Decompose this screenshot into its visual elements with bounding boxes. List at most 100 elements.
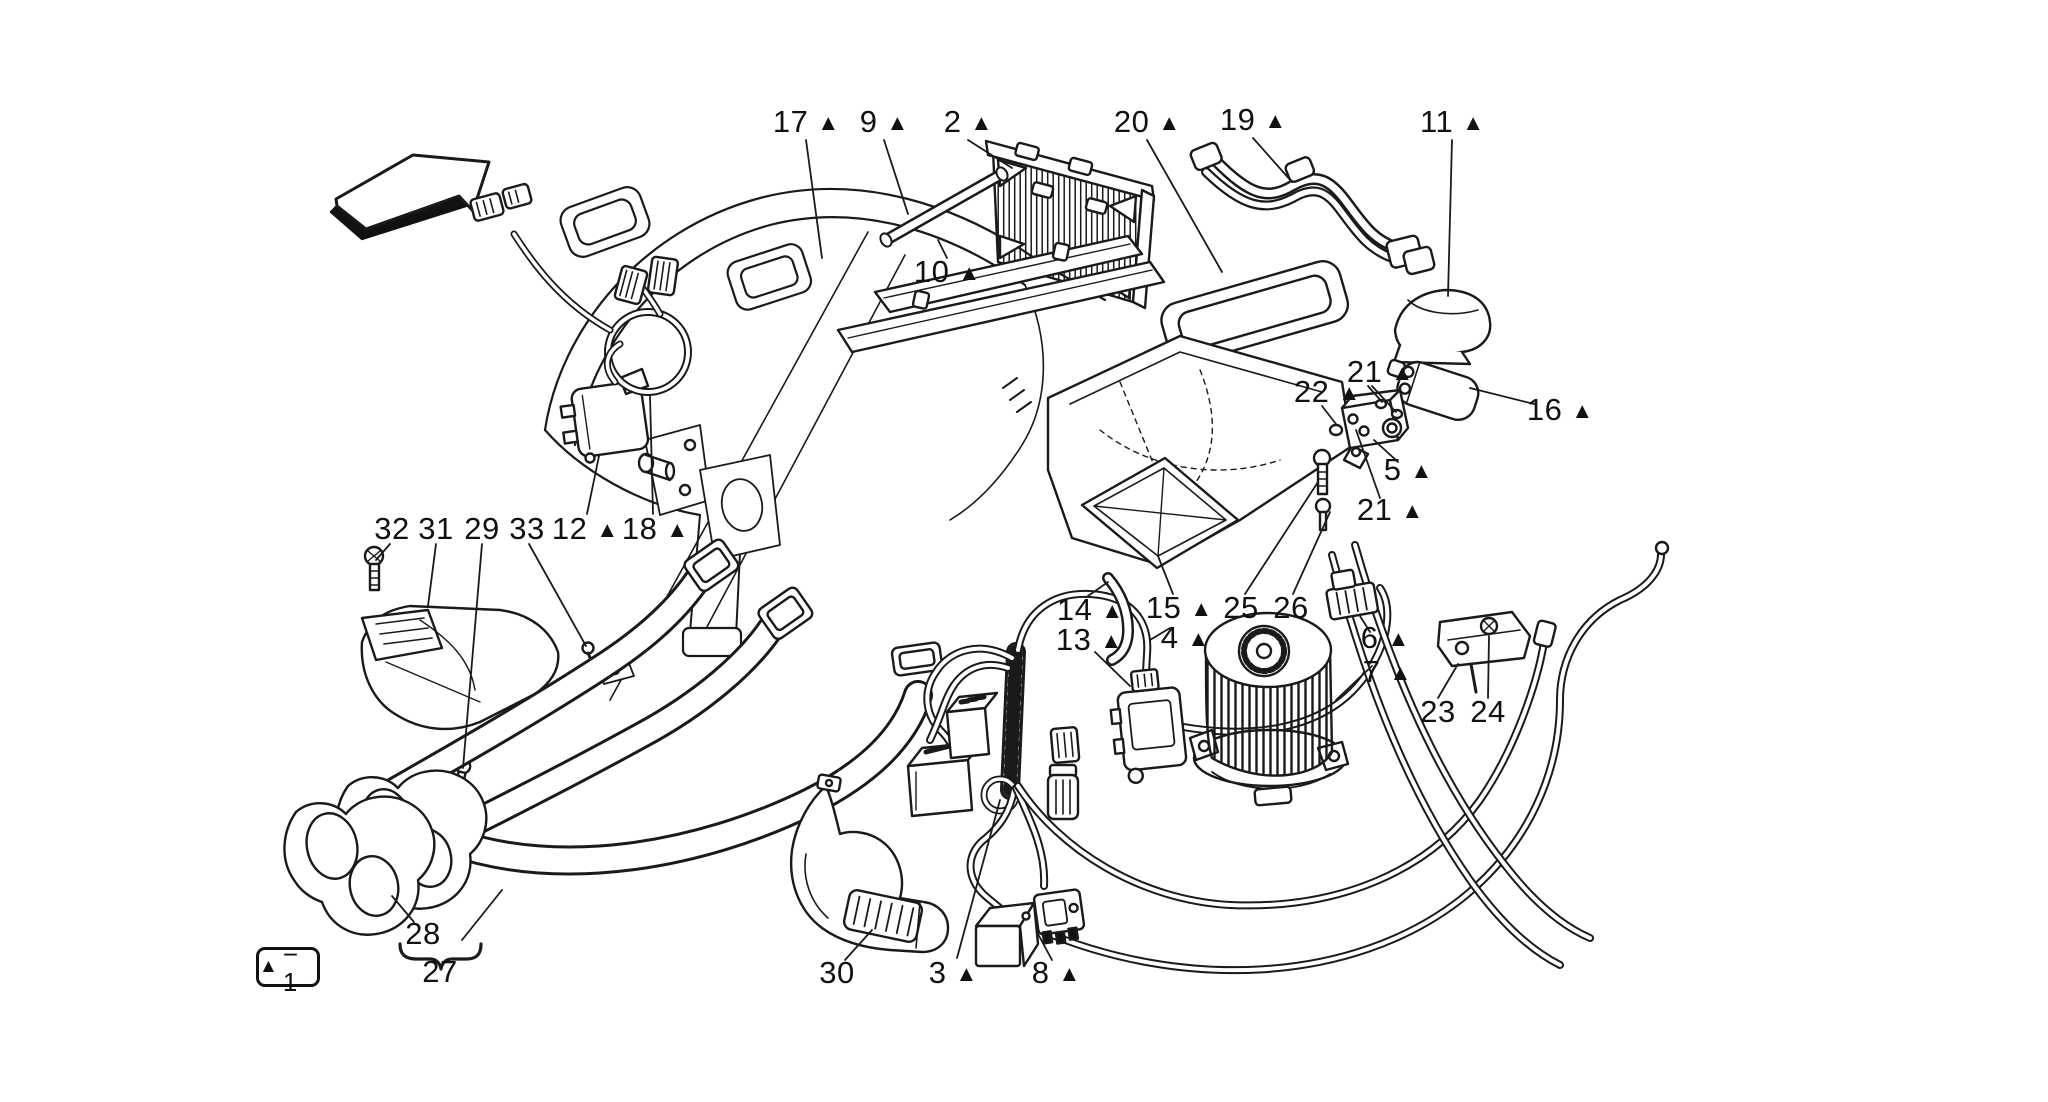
- callout-13[interactable]: 13▲: [1056, 622, 1122, 658]
- part-number: 22: [1293, 374, 1330, 409]
- brace-27: [398, 942, 483, 971]
- quantity-triangle-icon: ▲: [1338, 380, 1361, 405]
- harness-connector: [945, 691, 999, 760]
- callout-26[interactable]: 26: [1273, 590, 1308, 626]
- lower-trays: [836, 234, 1166, 354]
- callout-29[interactable]: 29: [464, 511, 499, 547]
- connector: [646, 255, 680, 297]
- quantity-triangle-icon: ▲: [955, 961, 978, 986]
- blower-resistor: [1325, 568, 1379, 621]
- callout-14[interactable]: 14 ▲: [1057, 592, 1123, 628]
- quantity-triangle-icon: ▲: [1101, 598, 1124, 623]
- receiver-cylinder: [1386, 358, 1480, 421]
- legend-box: ▲ = 1: [256, 936, 320, 997]
- o-ring: [1328, 423, 1344, 437]
- part-number: 7: [1362, 654, 1381, 689]
- part-number: 11: [1420, 104, 1454, 139]
- quantity-triangle-icon: ▲: [1158, 110, 1181, 135]
- gasket-frame: [1160, 260, 1350, 365]
- callout-31[interactable]: 31: [418, 511, 453, 547]
- bracket: [1436, 610, 1532, 694]
- callout-32[interactable]: 32: [374, 511, 409, 547]
- quantity-triangle-icon: ▲: [1387, 626, 1410, 651]
- quantity-triangle-icon: ▲: [1401, 498, 1424, 523]
- callout-15[interactable]: 15▲: [1146, 590, 1212, 626]
- direction-arrow-icon: [329, 153, 491, 241]
- part-number: 2: [943, 104, 962, 139]
- callout-21[interactable]: 21▲: [1357, 492, 1423, 528]
- quantity-triangle-icon: ▲: [1571, 398, 1594, 423]
- callout-5[interactable]: 5▲: [1384, 452, 1433, 488]
- part-number: 8: [1031, 955, 1050, 990]
- callout-3[interactable]: 3▲: [929, 955, 978, 991]
- quantity-triangle-icon: ▲: [886, 110, 909, 135]
- part-number: 14: [1056, 592, 1093, 627]
- callout-23[interactable]: 23: [1420, 694, 1455, 730]
- callout-33[interactable]: 33: [509, 511, 544, 547]
- quantity-triangle-icon: ▲: [259, 956, 278, 977]
- dashboard-frame: [543, 186, 1107, 701]
- part-number: 29: [464, 511, 500, 546]
- control-module: [1109, 668, 1188, 784]
- screw: [363, 545, 385, 592]
- quantity-triangle-icon: ▲: [1391, 360, 1414, 385]
- quantity-triangle-icon: ▲: [1462, 110, 1484, 135]
- quantity-triangle-icon: ▲: [958, 260, 981, 285]
- callout-17[interactable]: 17 ▲: [773, 104, 839, 140]
- part-number: 21: [1346, 354, 1383, 389]
- part-number: 16: [1526, 392, 1563, 427]
- callout-8[interactable]: 8▲: [1032, 955, 1081, 991]
- callout-2[interactable]: 2▲: [944, 104, 993, 140]
- part-number: 3: [928, 955, 947, 990]
- part-number: 32: [374, 511, 410, 546]
- blower-motor: [1188, 611, 1350, 807]
- callout-6[interactable]: 6▲: [1361, 620, 1410, 656]
- callout-22[interactable]: 22 ▲: [1294, 374, 1360, 410]
- part-number: 24: [1470, 694, 1506, 729]
- callout-19[interactable]: 19▲: [1220, 102, 1286, 138]
- part-number: 17: [772, 104, 809, 139]
- quantity-triangle-icon: ▲: [1410, 458, 1433, 483]
- callout-20[interactable]: 20▲: [1114, 104, 1180, 140]
- quantity-triangle-icon: ▲: [1264, 108, 1287, 133]
- callout-27[interactable]: 27: [422, 954, 457, 990]
- callout-25[interactable]: 25: [1223, 590, 1258, 626]
- callout-10[interactable]: 10▲: [914, 254, 980, 290]
- connector: [501, 182, 533, 210]
- hose: [1102, 572, 1134, 666]
- air-duct-tubes: [354, 538, 944, 876]
- callout-9[interactable]: 9▲: [860, 104, 909, 140]
- part-number: 23: [1420, 694, 1456, 729]
- part-number: 5: [1383, 452, 1402, 487]
- part-number: 12: [551, 511, 588, 546]
- actuator-motor: [559, 367, 781, 561]
- duct-end-plates: [283, 769, 488, 936]
- quantity-triangle-icon: ▲: [970, 110, 993, 135]
- quantity-triangle-icon: ▲: [1187, 626, 1210, 651]
- callout-18[interactable]: 18 ▲: [622, 511, 688, 547]
- small-connector: [1046, 763, 1080, 821]
- part-number: 28: [405, 916, 441, 951]
- legend-text: = 1: [282, 936, 298, 997]
- callout-30[interactable]: 30: [819, 955, 854, 991]
- quantity-triangle-icon: ▲: [817, 110, 840, 135]
- mounting-bolt: [1312, 448, 1332, 532]
- relay: [974, 901, 1040, 968]
- callout-7[interactable]: 7▲: [1363, 654, 1412, 690]
- quantity-triangle-icon: ▲: [666, 517, 689, 542]
- connector: [469, 192, 505, 222]
- evaporator-housing: [1046, 334, 1370, 570]
- callout-11[interactable]: 11 ▲: [1420, 104, 1484, 140]
- quantity-triangle-icon: ▲: [596, 517, 619, 542]
- part-number: 18: [621, 511, 658, 546]
- callout-28[interactable]: 28: [405, 916, 440, 952]
- callout-24[interactable]: 24: [1470, 694, 1505, 730]
- connector: [613, 264, 649, 306]
- callout-16[interactable]: 16 ▲: [1527, 392, 1593, 428]
- leader-lines: [375, 137, 1535, 961]
- part-number: 26: [1273, 590, 1309, 625]
- callout-21[interactable]: 21 ▲: [1347, 354, 1413, 390]
- callout-12[interactable]: 12 ▲: [552, 511, 618, 547]
- callout-4[interactable]: 4▲: [1161, 620, 1210, 656]
